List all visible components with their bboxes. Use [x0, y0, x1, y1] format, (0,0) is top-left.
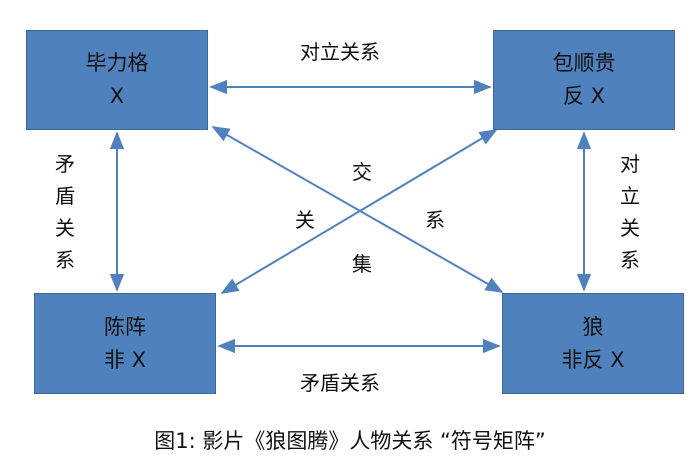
top-relation-label: 对立关系 [300, 40, 380, 64]
node-mark: 反 X [562, 84, 606, 108]
node-mark: 非 X [103, 347, 147, 372]
node-name: 毕力格 [85, 51, 149, 75]
bottom-relation-label: 矛盾关系 [300, 371, 380, 395]
diagonal-label-char: 关 [295, 208, 315, 232]
node-bottom-left: 陈阵 非 X [34, 293, 216, 394]
node-name: 狼 [582, 314, 604, 339]
diagonal-label-char: 系 [425, 208, 445, 232]
diagonal-label-char: 集 [352, 252, 372, 276]
figure-caption: 图1: 影片《狼图腾》人物关系 “符号矩阵” [154, 429, 546, 453]
diagonal-arrow-tr-bl [220, 129, 498, 294]
node-name: 包顺贵 [552, 51, 616, 75]
left-relation-label: 矛盾关系 [55, 152, 75, 272]
node-top-left: 毕力格 X [26, 30, 208, 130]
node-mark: X [109, 84, 125, 108]
node-mark: 非反 X [561, 347, 625, 372]
node-bottom-right: 狼 非反 X [502, 293, 684, 394]
right-relation-label: 对立关系 [620, 152, 640, 272]
node-name: 陈阵 [104, 314, 146, 339]
diagonal-label-char: 交 [352, 160, 372, 184]
node-top-right: 包顺贵 反 X [493, 30, 675, 130]
